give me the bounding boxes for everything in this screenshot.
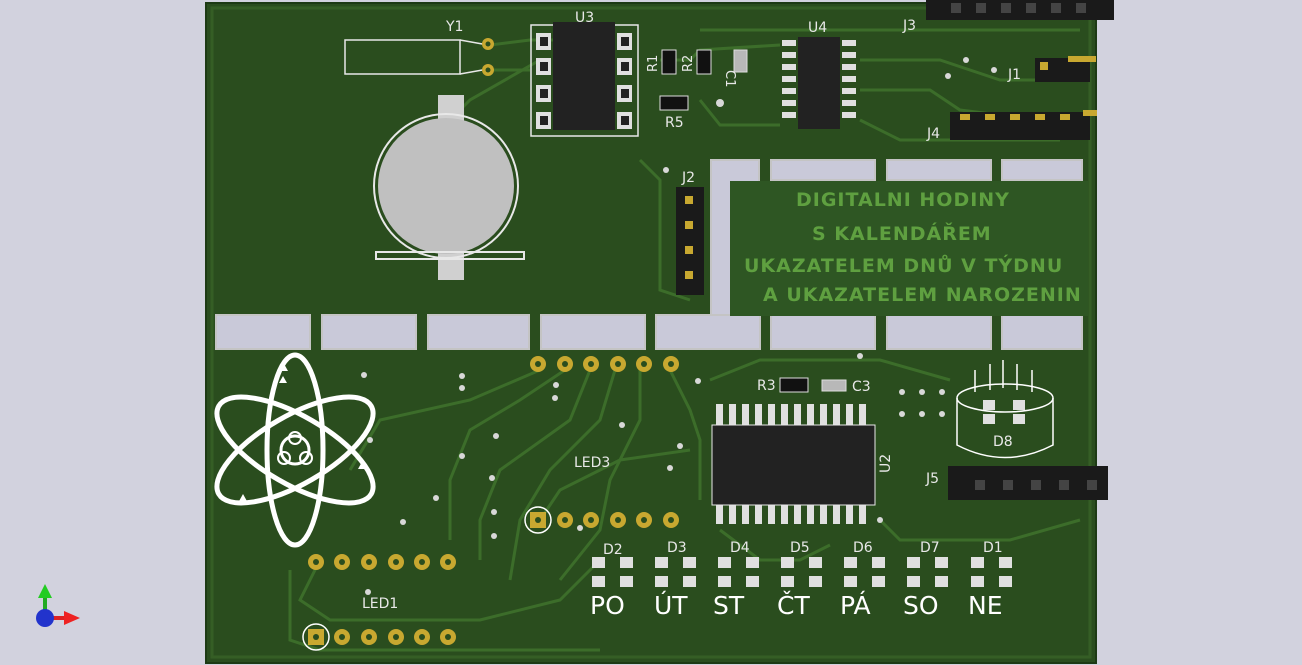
title-line-3: UKAZATELEM DNŮ V TÝDNU: [744, 253, 1063, 277]
ref-j5: J5: [925, 471, 939, 487]
atom-biohazard-logo: [214, 352, 376, 548]
ref-d4: D4: [730, 540, 750, 556]
ref-d8: D8: [993, 434, 1013, 450]
ref-c3: C3: [852, 379, 871, 395]
ref-d2: D2: [603, 542, 623, 558]
ref-led3: LED3: [574, 455, 610, 471]
ref-r2: R2: [681, 55, 696, 72]
ref-j1: J1: [1007, 67, 1021, 83]
ref-j2: J2: [681, 170, 695, 186]
title-panel: [730, 181, 1088, 316]
day-label-st: ST: [713, 591, 745, 620]
ref-r3: R3: [757, 378, 776, 394]
day-label-ct: ČT: [777, 590, 810, 620]
ref-u2: U2: [878, 454, 894, 473]
header-j3: [926, 0, 1114, 20]
resistor-r2: [696, 49, 712, 75]
crystal-y1-outline: [344, 39, 461, 75]
birthday-cake-icon: [956, 360, 1054, 459]
copper-traces: [288, 28, 1081, 652]
ref-c1: C1: [722, 70, 737, 87]
ref-u4: U4: [808, 20, 827, 36]
ref-d3: D3: [667, 540, 687, 556]
ref-d6: D6: [853, 540, 873, 556]
capacitor-c3: [821, 379, 847, 392]
ref-d7: D7: [920, 540, 940, 556]
title-line-4: A UKAZATELEM NAROZENIN: [763, 284, 1082, 306]
day-label-ut: ÚT: [654, 590, 688, 620]
resistor-r1: [661, 49, 677, 75]
resistor-r5: [659, 95, 689, 111]
ref-j3: J3: [902, 18, 916, 34]
day-label-so: SO: [903, 591, 939, 620]
day-label-ne: NE: [968, 591, 1003, 620]
day-label-pa: PÁ: [840, 591, 871, 620]
ic-u4: [798, 37, 840, 129]
title-line-1: DIGITALNI HODINY: [796, 189, 1010, 211]
ic-u2: [711, 424, 876, 506]
board-slots: [215, 159, 1083, 350]
day-label-po: PO: [590, 591, 625, 620]
ref-j4: J4: [926, 126, 940, 142]
resistor-r3: [779, 377, 809, 393]
ref-y1: Y1: [445, 19, 463, 35]
ic-u3: [553, 22, 615, 130]
day-led-pads: [592, 557, 1012, 587]
vias: [361, 57, 997, 595]
ref-d5: D5: [790, 540, 810, 556]
ref-r1: R1: [646, 55, 661, 72]
ref-r5: R5: [665, 115, 684, 131]
capacitor-c1: [733, 49, 748, 73]
ref-led1: LED1: [362, 596, 398, 612]
ref-u3: U3: [575, 10, 594, 26]
header-j5: [948, 466, 1108, 500]
ref-d1: D1: [983, 540, 1003, 556]
3d-axis-icon: [36, 584, 80, 627]
title-line-2: S KALENDÁŘEM: [812, 222, 992, 245]
